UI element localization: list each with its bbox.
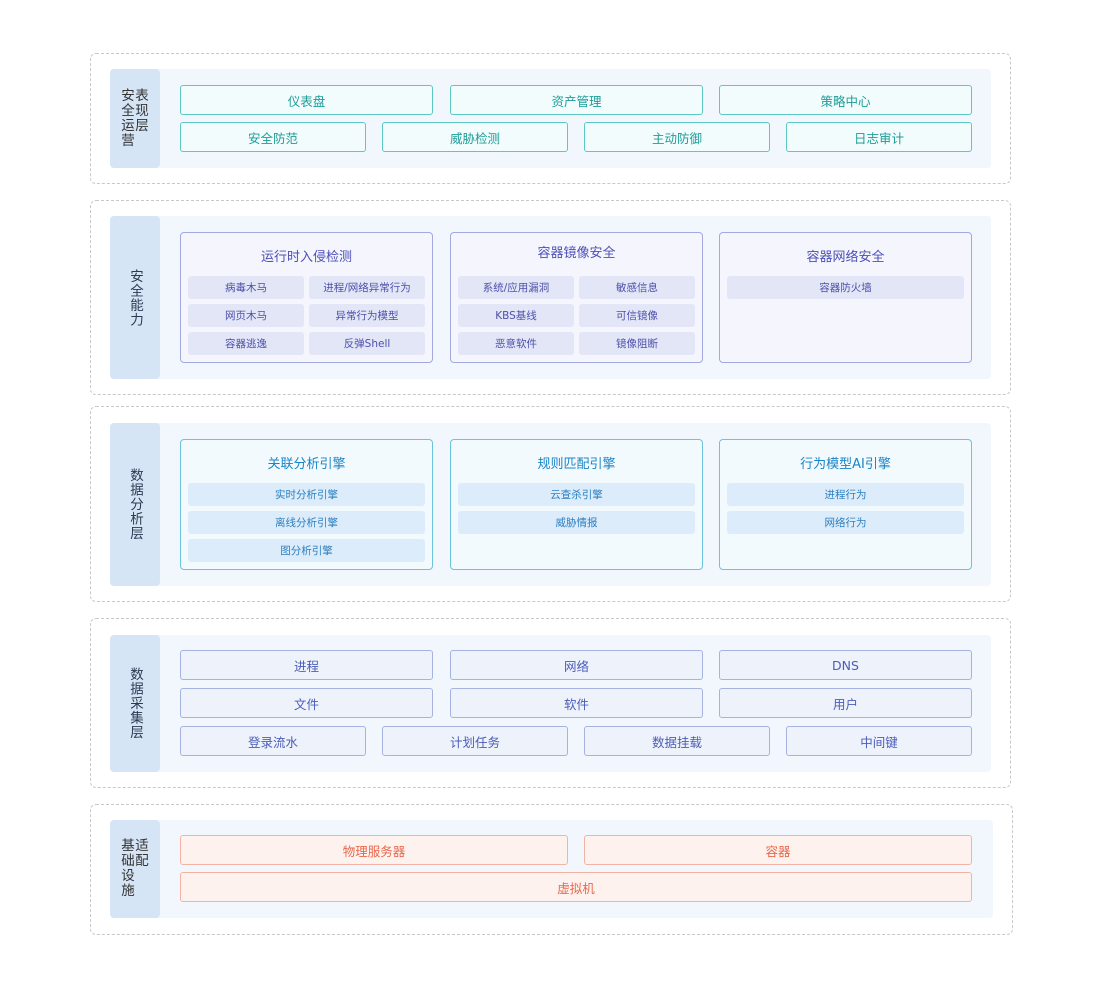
capability-chip[interactable]: 敏感信息	[579, 276, 695, 299]
capability-chip[interactable]: 容器防火墙	[727, 276, 964, 299]
card-title: 运行时入侵检测	[260, 250, 352, 265]
capability-chip[interactable]: 系统/应用漏洞	[458, 276, 574, 299]
analysis-card: 行为模型AI引擎 进程行为 网络行为	[719, 439, 972, 570]
card-title: 规则匹配引擎	[537, 457, 616, 472]
collection-item[interactable]: 中间键	[786, 726, 972, 756]
infra-item[interactable]: 容器	[584, 835, 972, 865]
ops-item[interactable]: 资产管理	[450, 85, 703, 115]
infra-item[interactable]: 虚拟机	[180, 872, 972, 902]
tag-char: 配	[135, 853, 149, 869]
tag-char: 营	[121, 132, 135, 149]
ops-item[interactable]: 威胁检测	[382, 122, 568, 152]
analysis-layer-label: 数据分析层	[127, 468, 143, 541]
analysis-chip[interactable]: 离线分析引擎	[188, 511, 425, 534]
ops-layer-label: 安表全现运层营	[121, 87, 149, 149]
capability-chip[interactable]: 恶意软件	[458, 332, 574, 355]
collection-layer-tag: 数据采集层	[110, 635, 160, 772]
collection-item[interactable]: 进程	[180, 650, 433, 680]
collection-layer: 数据采集层 进程 网络 DNS 文件 软件 用户 登录流水 计划任务 数据挂载 …	[90, 618, 1011, 788]
analysis-chip[interactable]: 图分析引擎	[188, 539, 425, 562]
tag-char: 适	[135, 838, 149, 854]
capability-layer-label: 安全能力	[127, 268, 143, 327]
tag-char: 层	[135, 117, 149, 134]
capability-chip[interactable]: 可信镜像	[579, 304, 695, 327]
analysis-card: 规则匹配引擎 云查杀引擎 威胁情报	[450, 439, 703, 570]
analysis-chip[interactable]: 进程行为	[727, 483, 964, 506]
capability-chip[interactable]: 容器逃逸	[188, 332, 304, 355]
tag-char: 设	[121, 868, 135, 884]
card-title: 容器镜像安全	[537, 246, 616, 261]
tag-char	[135, 869, 149, 884]
ops-item[interactable]: 主动防御	[584, 122, 770, 152]
tag-char	[135, 884, 149, 899]
tag-char: 础	[121, 853, 135, 869]
ops-layer-tag: 安表全现运层营	[110, 69, 160, 168]
collection-layer-label: 数据采集层	[127, 667, 143, 740]
collection-item[interactable]: 计划任务	[382, 726, 568, 756]
infra-layer: 基适础配设施 物理服务器 容器 虚拟机	[90, 804, 1013, 935]
capability-card: 容器网络安全 容器防火墙	[719, 232, 972, 363]
collection-item[interactable]: 文件	[180, 688, 433, 718]
capability-layer: 安全能力 运行时入侵检测 病毒木马 进程/网络异常行为 网页木马 异常行为模型 …	[90, 200, 1011, 395]
collection-item[interactable]: 登录流水	[180, 726, 366, 756]
collection-item[interactable]: 软件	[450, 688, 703, 718]
analysis-layer: 数据分析层 关联分析引擎 实时分析引擎 离线分析引擎 图分析引擎 规则匹配引擎 …	[90, 406, 1011, 602]
ops-layer-panel: 安表全现运层营	[110, 69, 991, 168]
ops-item[interactable]: 策略中心	[719, 85, 972, 115]
collection-item[interactable]: 用户	[719, 688, 972, 718]
capability-card: 容器镜像安全 系统/应用漏洞 敏感信息 KBS基线 可信镜像 恶意软件 镜像阻断	[450, 232, 703, 363]
tag-char: 基	[121, 838, 135, 854]
capability-chip[interactable]: 病毒木马	[188, 276, 304, 299]
capability-chip[interactable]: 镜像阻断	[579, 332, 695, 355]
collection-item[interactable]: 网络	[450, 650, 703, 680]
tag-char: 表	[135, 87, 149, 104]
tag-char: 现	[135, 102, 149, 119]
capability-chip[interactable]: 反弹Shell	[309, 332, 425, 355]
analysis-card: 关联分析引擎 实时分析引擎 离线分析引擎 图分析引擎	[180, 439, 433, 570]
capability-chip[interactable]: KBS基线	[458, 304, 574, 327]
card-title: 关联分析引擎	[267, 457, 346, 472]
capability-layer-tag: 安全能力	[110, 216, 160, 379]
infra-layer-tag: 基适础配设施	[110, 820, 160, 918]
analysis-chip[interactable]: 网络行为	[727, 511, 964, 534]
tag-char: 施	[121, 883, 135, 899]
ops-item[interactable]: 安全防范	[180, 122, 366, 152]
collection-item[interactable]: 数据挂载	[584, 726, 770, 756]
infra-item[interactable]: 物理服务器	[180, 835, 568, 865]
tag-char: 安	[121, 87, 135, 104]
tag-char: 运	[121, 117, 135, 134]
card-title: 容器网络安全	[806, 250, 885, 265]
tag-char: 全	[121, 102, 135, 119]
ops-layer: 安表全现运层营 仪表盘 资产管理 策略中心 安全防范 威胁检测 主动防御 日志审…	[90, 53, 1011, 184]
capability-chip[interactable]: 进程/网络异常行为	[309, 276, 425, 299]
ops-item[interactable]: 日志审计	[786, 122, 972, 152]
ops-item[interactable]: 仪表盘	[180, 85, 433, 115]
card-title: 行为模型AI引擎	[800, 457, 891, 472]
analysis-chip[interactable]: 威胁情报	[458, 511, 695, 534]
infra-layer-label: 基适础配设施	[121, 839, 149, 899]
tag-char	[135, 134, 149, 149]
analysis-chip[interactable]: 实时分析引擎	[188, 483, 425, 506]
capability-chip[interactable]: 异常行为模型	[309, 304, 425, 327]
analysis-chip[interactable]: 云查杀引擎	[458, 483, 695, 506]
analysis-layer-tag: 数据分析层	[110, 423, 160, 586]
capability-card: 运行时入侵检测 病毒木马 进程/网络异常行为 网页木马 异常行为模型 容器逃逸 …	[180, 232, 433, 363]
collection-item[interactable]: DNS	[719, 650, 972, 680]
capability-chip[interactable]: 网页木马	[188, 304, 304, 327]
